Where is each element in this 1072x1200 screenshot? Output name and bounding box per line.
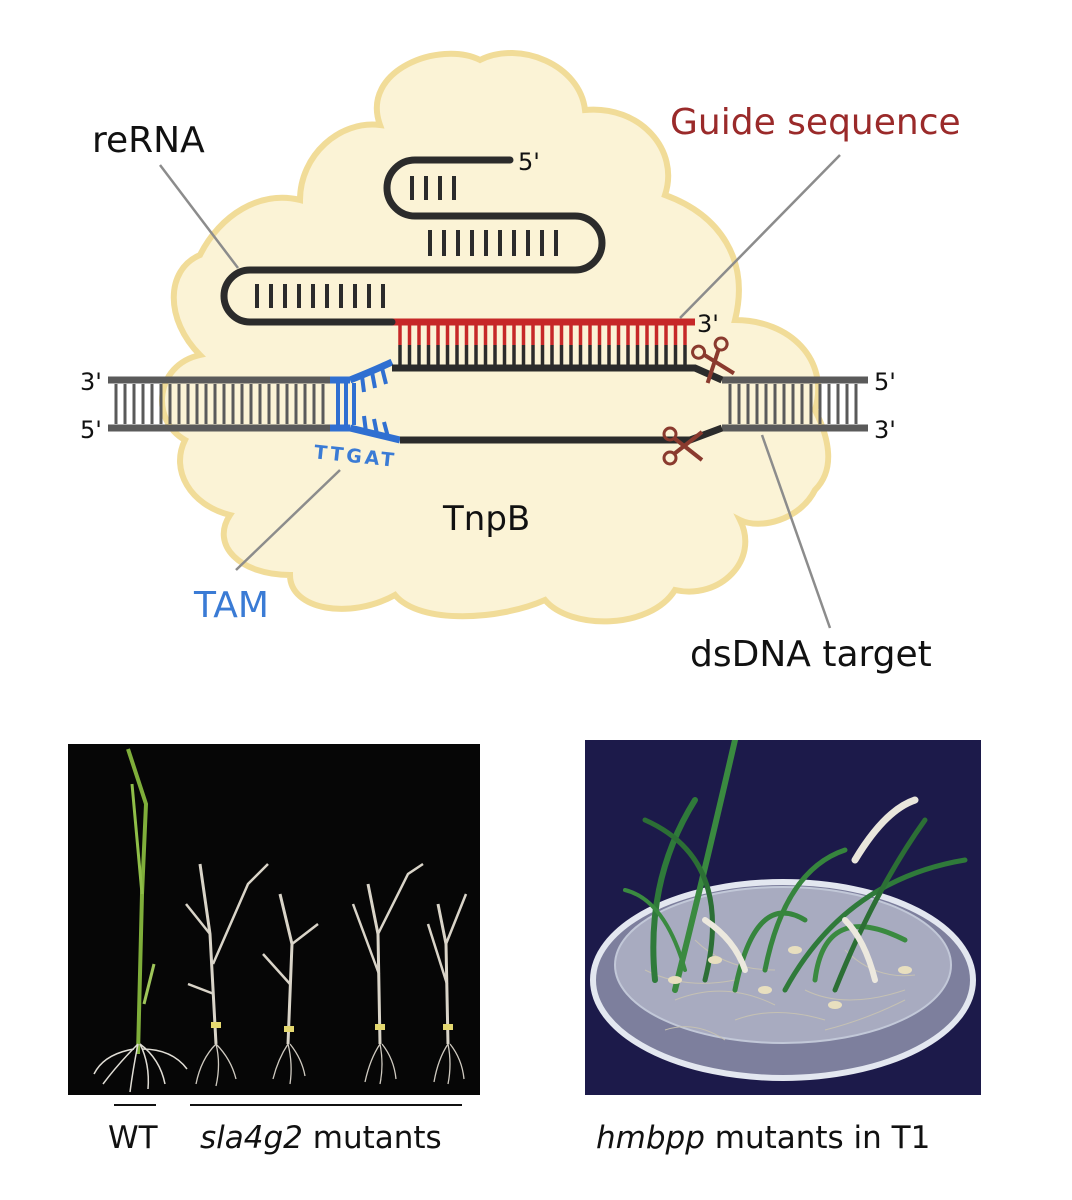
photo-hmbpp-petri-dish [585,740,981,1095]
caption-wt: WT [108,1120,158,1156]
mutants-bracket-line [190,1104,462,1106]
sla4g2-suffix: mutants [302,1120,442,1156]
end-left-top: 3' [80,368,102,396]
caption-sla4g2-mutants: sla4g2 mutants [200,1120,442,1156]
guide-3-end: 3' [697,310,719,338]
scissors-icon-top [691,336,735,384]
rna-5-end: 5' [518,148,540,176]
photo-sla4g2-seedlings [68,744,480,1095]
dsdna-left [108,376,340,432]
tnpb-mechanism-diagram: reRNA Guide sequence TAM TnpB dsDNA targ… [80,50,961,675]
seeds [668,946,912,1009]
tam-label: TAM [193,585,269,626]
rerna-label: reRNA [92,120,205,161]
rerna-scaffold [220,156,606,326]
tam-duplex [330,358,401,444]
wt-bracket-line [114,1104,156,1106]
end-right-bottom: 3' [874,416,896,444]
hmbpp-suffix: mutants in T1 [704,1120,931,1156]
wt-seedling [93,748,188,1093]
guide-sequence-label: Guide sequence [670,102,961,143]
dsdna-right [722,376,868,432]
scissors-icon-bottom [662,426,704,466]
caption-hmbpp-mutants: hmbpp mutants in T1 [596,1120,930,1156]
seed-marks [211,1022,453,1032]
dsdna-target-label: dsDNA target [690,634,932,675]
sla4g2-gene-name: sla4g2 [200,1120,303,1156]
wt-text: WT [108,1120,158,1156]
mutant-seedlings [185,862,468,1087]
hmbpp-gene-name: hmbpp [596,1120,705,1156]
leaves [623,740,968,993]
end-left-bottom: 5' [80,416,102,444]
leader-lines [159,154,841,629]
rerna-rungs [255,176,558,308]
roots [644,939,916,1041]
guide-target-rungs [398,325,687,365]
tnpb-label: TnpB [442,499,530,539]
end-right-top: 5' [874,368,896,396]
